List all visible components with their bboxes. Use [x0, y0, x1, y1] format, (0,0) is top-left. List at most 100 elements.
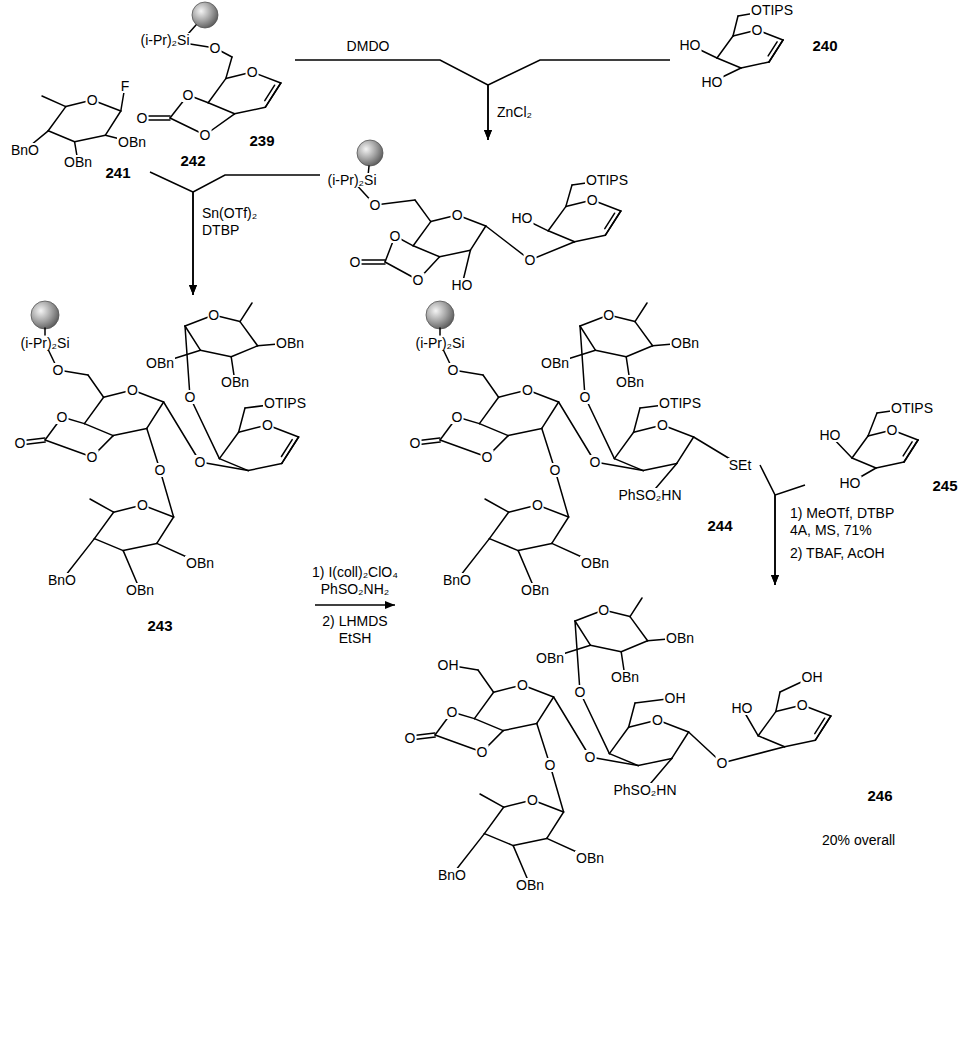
bond-drawing [395, 585, 910, 900]
atom-label: O [574, 685, 587, 699]
arrow-line [760, 465, 775, 585]
bond [474, 692, 493, 718]
bond [547, 812, 564, 838]
bond [769, 40, 783, 62]
bond [219, 432, 238, 458]
bond [904, 440, 918, 462]
atom-label: HO [819, 428, 842, 442]
atom-label: HO [679, 38, 702, 52]
bond [815, 716, 830, 740]
atom-label: OBn [535, 651, 565, 665]
bond [626, 346, 652, 357]
compound-number: 241 [104, 165, 131, 180]
bond [508, 428, 542, 435]
atom-label: O [199, 128, 212, 142]
atom-label: O [412, 273, 425, 287]
atom-label: O [56, 410, 69, 424]
bond [185, 326, 190, 397]
atom-label: OBn [63, 155, 93, 169]
atom-label: (i-Pr)₂Si [415, 336, 466, 350]
arrow-line [315, 604, 395, 606]
atom-label: BnO [47, 573, 77, 587]
bond [480, 794, 504, 807]
double-bond [768, 42, 777, 56]
atom-label: O [209, 41, 222, 55]
bond [84, 424, 113, 436]
atom-label: O [246, 65, 259, 79]
atom-label: O [136, 111, 149, 125]
compound-number: 245 [931, 478, 958, 493]
bond [48, 107, 66, 131]
bond [530, 242, 575, 260]
atom-label: O [369, 198, 382, 212]
atom-label: OBn [185, 556, 215, 570]
arrowhead [484, 130, 492, 140]
arrow-line [488, 60, 670, 140]
bond [231, 346, 257, 357]
bond [75, 135, 106, 142]
bond [580, 326, 595, 350]
bond [470, 226, 485, 250]
solid-support-bead [192, 2, 218, 28]
atom-label: O [194, 455, 207, 469]
bond [609, 754, 638, 766]
molecule-structure: 245HOOTIPSHOO [805, 398, 970, 500]
bond [84, 397, 103, 423]
atom-label: O [389, 229, 402, 243]
bond [904, 440, 918, 462]
bond [485, 499, 509, 512]
atom-label: O [207, 308, 220, 322]
atom-label: OH [437, 658, 460, 672]
reagent-label: 1) I(coll)₂ClO₄ PhSO₂NH₂ [300, 564, 410, 598]
bond [580, 326, 585, 397]
bond [575, 621, 590, 645]
bond [478, 670, 494, 692]
bond [160, 470, 174, 517]
atom-label: O [349, 255, 362, 269]
bond [595, 350, 626, 357]
bond [769, 40, 783, 62]
atom-label: OBn [610, 670, 640, 684]
bond [44, 328, 46, 335]
double-bond [605, 213, 615, 228]
bond [630, 598, 642, 617]
bond [484, 834, 513, 846]
reaction-arrow [189, 175, 320, 295]
compound-number: 243 [146, 618, 173, 633]
atom-label: O [597, 603, 610, 617]
atom-label: O [182, 88, 195, 102]
atom-label: OBn [540, 356, 570, 370]
reaction-arrow [760, 465, 779, 585]
bond [590, 645, 621, 652]
atom-label: O [451, 410, 464, 424]
atom-label: O [451, 208, 464, 222]
bond [88, 375, 104, 397]
bond [42, 96, 66, 107]
bond [413, 246, 439, 257]
bond [758, 736, 784, 747]
condition-note: 20% overall [822, 832, 922, 849]
atom-label: OTIPS [585, 173, 629, 187]
arrowhead [484, 130, 492, 140]
bond [240, 322, 258, 346]
atom-label: O [584, 750, 597, 764]
reaction-arrow [484, 60, 670, 140]
atom-label: OBn [117, 135, 147, 149]
arrowhead [189, 285, 197, 295]
atom-label: OBn [670, 336, 700, 350]
bond [552, 517, 569, 543]
arrowhead [189, 285, 197, 295]
atom-label: O [589, 455, 602, 469]
bond [48, 131, 74, 142]
atom-label: OBn [515, 878, 545, 892]
atom-label: OBn [520, 583, 550, 597]
atom-label: OBn [615, 375, 645, 389]
bond [503, 723, 537, 730]
reaction-arrow [150, 172, 197, 295]
atom-label: O [184, 390, 197, 404]
bond [484, 807, 503, 833]
bond [282, 437, 299, 463]
bond [147, 402, 164, 428]
bond [614, 432, 633, 458]
bond [575, 621, 580, 692]
